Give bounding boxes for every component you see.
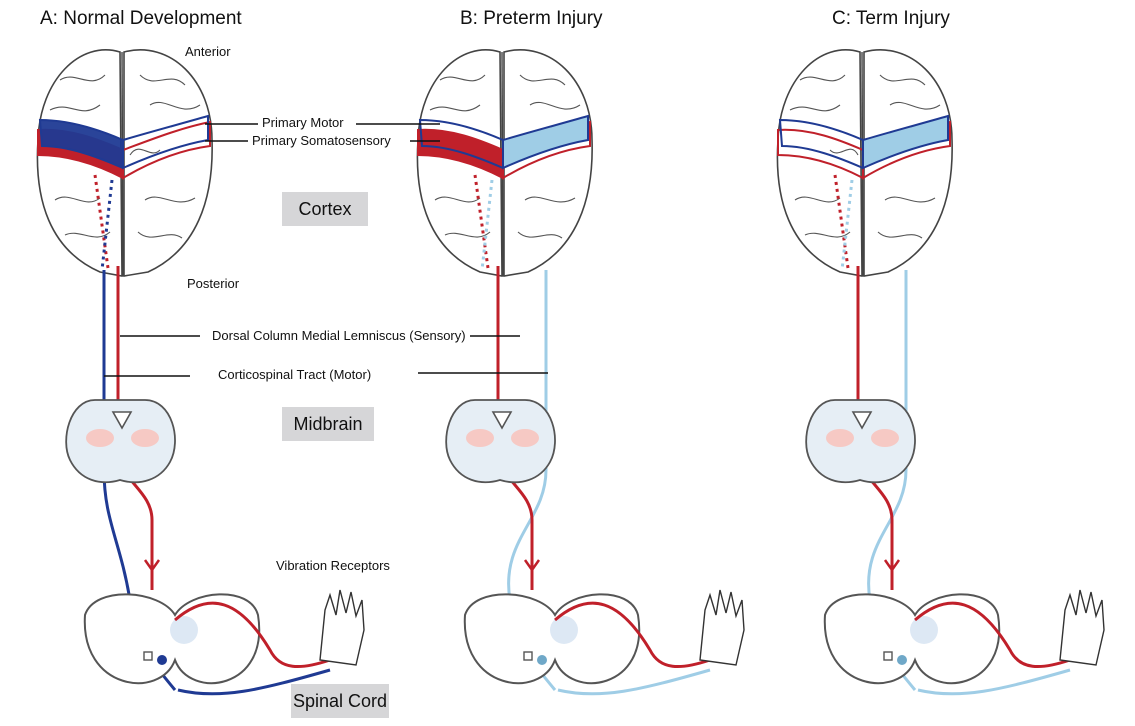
hand-outline <box>319 589 365 666</box>
midbrain-pink-left <box>826 429 854 447</box>
spinal-cord-section <box>823 593 1001 685</box>
gyrus-line <box>794 196 841 203</box>
peripheral-motor-nerve <box>917 668 1071 696</box>
midbrain-box: Midbrain <box>282 407 374 441</box>
aqueduct <box>111 411 133 430</box>
sensory-arrowhead <box>883 559 901 573</box>
peripheral-motor-nerve <box>177 668 331 696</box>
gyrus-line <box>149 101 201 110</box>
brain-right-hemisphere <box>123 49 213 277</box>
midbrain-pink-left <box>466 429 494 447</box>
dorsal-root-ganglion <box>170 616 198 644</box>
vibration-receptors-label: Vibration Receptors <box>276 558 390 573</box>
cortex-box: Cortex <box>282 192 368 226</box>
midbrain-pink-left <box>86 429 114 447</box>
gyrus-line <box>829 148 859 156</box>
panel-title-normal: A: Normal Development <box>40 8 242 29</box>
motor-strip-right <box>862 114 949 170</box>
posterior-label: Posterior <box>187 276 240 291</box>
motor-dotted-tract <box>100 179 114 271</box>
spinal-cord-section <box>463 593 641 685</box>
gyrus-line <box>139 74 186 86</box>
panel-preterm <box>416 49 745 696</box>
gyrus-line <box>439 74 486 82</box>
somatosensory-strip-right <box>122 120 211 180</box>
gyrus-line <box>804 231 851 238</box>
aqueduct <box>851 411 873 430</box>
anterior-label: Anterior <box>185 44 231 59</box>
sensory-arrowhead <box>143 559 161 573</box>
gyrus-line <box>434 196 481 203</box>
brain-right-hemisphere <box>503 49 593 277</box>
midbrain-shape <box>65 399 176 484</box>
motor-strip-right <box>122 114 209 170</box>
midbrain-pink-right <box>871 429 899 447</box>
gyrus-line <box>137 231 183 239</box>
midbrain-shape <box>805 399 916 484</box>
sensory-dotted-tract <box>93 174 110 269</box>
midbrain-shape <box>445 399 556 484</box>
peripheral-sensory-nerve <box>914 601 1071 669</box>
aqueduct <box>491 411 513 430</box>
gyrus-line <box>799 74 846 82</box>
central-canal <box>883 651 893 661</box>
peripheral-motor-nerve <box>557 668 711 696</box>
gyrus-line <box>64 231 111 238</box>
motor-dotted-tract <box>840 179 854 271</box>
primary-motor-label: Primary Motor <box>262 115 344 130</box>
gyrus-line <box>889 101 941 110</box>
midbrain-pink-right <box>511 429 539 447</box>
gyrus-line <box>517 231 563 239</box>
hand-outline <box>1059 589 1105 666</box>
sensory-dotted-tract <box>833 174 850 269</box>
motor-dotted-tract <box>480 179 494 271</box>
gyrus-line <box>429 104 481 112</box>
gyrus-line <box>59 74 106 82</box>
panel-title-preterm: B: Preterm Injury <box>460 8 603 29</box>
panel-normal <box>36 49 365 696</box>
gyrus-line <box>877 231 923 239</box>
gyrus-line <box>789 104 841 112</box>
cst-label: Corticospinal Tract (Motor) <box>218 367 372 382</box>
gyrus-line <box>49 104 101 112</box>
gyrus-line <box>524 196 576 203</box>
ventral-horn-neuron <box>537 655 547 665</box>
sensory-dotted-tract <box>473 174 490 269</box>
dcml-label: Dorsal Column Medial Lemniscus (Sensory) <box>212 328 466 343</box>
gyrus-line <box>129 148 161 156</box>
gyrus-line <box>444 231 491 238</box>
hand-outline <box>699 589 745 666</box>
motor-strip-right <box>502 114 589 170</box>
spinal-cord-box: Spinal Cord <box>291 684 389 718</box>
central-canal <box>143 651 153 661</box>
dorsal-root-ganglion <box>910 616 938 644</box>
peripheral-sensory-nerve <box>174 601 331 669</box>
primary-somatosensory-label: Primary Somatosensory <box>252 133 391 148</box>
ventral-horn-neuron <box>897 655 907 665</box>
midbrain-pink-right <box>131 429 159 447</box>
panel-term <box>776 49 1105 696</box>
gyrus-line <box>879 74 926 86</box>
gyrus-line <box>884 196 936 203</box>
gyrus-line <box>519 74 566 86</box>
dorsal-root-ganglion <box>550 616 578 644</box>
ventral-horn-neuron <box>157 655 167 665</box>
central-canal <box>523 651 533 661</box>
panel-title-term: C: Term Injury <box>832 8 950 29</box>
gyrus-line <box>529 101 581 110</box>
brain-right-hemisphere <box>863 49 953 277</box>
spinal-cord-section <box>83 593 261 685</box>
peripheral-sensory-nerve <box>554 601 711 669</box>
sensory-arrowhead <box>523 559 541 573</box>
gyrus-line <box>54 196 101 203</box>
gyrus-line <box>144 196 196 203</box>
